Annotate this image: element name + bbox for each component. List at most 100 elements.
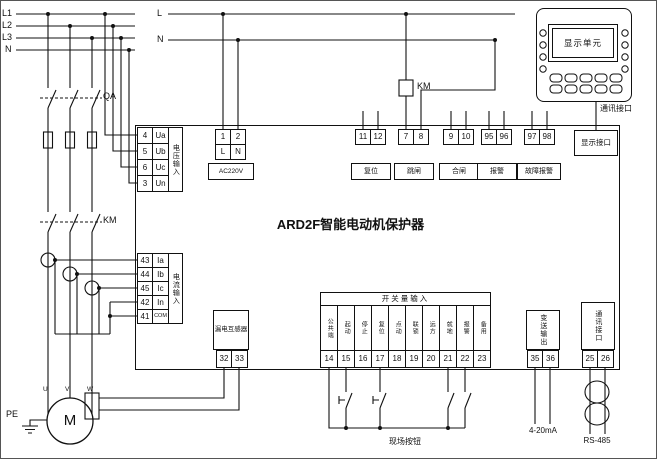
- terminal-u-4: 4: [137, 127, 153, 144]
- analog-output-text: 变送输出: [539, 314, 547, 346]
- terminal-u-ub: Ub: [152, 143, 169, 160]
- terminal-top-9: 9: [443, 129, 459, 145]
- di-col-text: 起动: [343, 321, 350, 335]
- motor-label: M: [63, 411, 77, 429]
- terminal-top-2-sub: N: [230, 144, 246, 160]
- analog-output-label: 变送输出: [526, 310, 560, 350]
- di-col-text: 联锁: [411, 321, 418, 335]
- terminal-top-12: 12: [370, 129, 386, 145]
- terminal-top-95: 95: [481, 129, 497, 145]
- feeder-line-label-l3: L3: [2, 32, 13, 42]
- terminal-33: 33: [231, 350, 248, 368]
- terminal-top-1: 1: [215, 129, 231, 145]
- di-col-text: 报警: [462, 321, 469, 335]
- terminal-top-2: 2: [230, 129, 246, 145]
- di-col-text: 备用: [479, 321, 486, 335]
- breaker-label: QA: [103, 91, 117, 101]
- terminal-i-ib: Ib: [152, 267, 169, 282]
- terminal-25: 25: [582, 350, 598, 368]
- terminal-u-6: 6: [137, 159, 153, 176]
- power-supply-label: AC220V: [208, 163, 254, 180]
- current-input-text: 电流输入: [172, 272, 180, 305]
- di-col-text: 停止: [360, 321, 367, 335]
- display-buttons: [539, 29, 629, 94]
- di-col-label-17: 复位: [371, 305, 389, 351]
- terminal-di-19: 19: [405, 350, 423, 368]
- terminal-i-41: 41: [137, 309, 153, 324]
- analog-range-label: 4-20mA: [528, 426, 557, 435]
- terminal-top-96: 96: [496, 129, 512, 145]
- di-col-text: 复位: [377, 321, 384, 335]
- terminal-top-11: 11: [355, 129, 371, 145]
- feeder-line-label-l2: L2: [2, 20, 13, 30]
- di-block-title: 开关量输入: [320, 292, 491, 306]
- display-comm-label: 通讯接口: [600, 104, 632, 113]
- motor-terminal-w: W: [87, 386, 94, 393]
- di-col-label-23: 备用: [473, 305, 491, 351]
- di-col-label-21: 就地: [439, 305, 457, 351]
- terminal-i-com: COM: [152, 309, 169, 324]
- voltage-input-text: 电压输入: [172, 143, 180, 176]
- device-title: ARD2F智能电动机保护器: [276, 217, 425, 232]
- junction-dots: [46, 12, 497, 430]
- motor-terminal-u: U: [43, 386, 48, 393]
- di-col-label-19: 联锁: [405, 305, 423, 351]
- terminal-35: 35: [527, 350, 543, 368]
- di-col-text: 就地: [445, 321, 452, 335]
- di-col-label-15: 起动: [337, 305, 355, 351]
- fault-alarm-label: 故障报警: [517, 163, 561, 180]
- di-col-text: 远方: [428, 321, 435, 335]
- terminal-di-20: 20: [422, 350, 440, 368]
- terminal-i-ic: Ic: [152, 281, 169, 296]
- terminal-di-14: 14: [320, 350, 338, 368]
- voltage-input-label: 电压输入: [168, 127, 183, 192]
- terminal-u-uc: Uc: [152, 159, 169, 176]
- terminal-di-22: 22: [456, 350, 474, 368]
- terminal-i-45: 45: [137, 281, 153, 296]
- di-col-label-22: 报警: [456, 305, 474, 351]
- terminal-di-17: 17: [371, 350, 389, 368]
- terminal-di-15: 15: [337, 350, 355, 368]
- feeder-line-label-n: N: [5, 44, 12, 54]
- display-screen-text: 显示单元: [552, 28, 614, 58]
- km-coil-label: KM: [417, 81, 431, 91]
- di-col-text: 点动: [394, 321, 401, 335]
- terminal-top-1-sub: L: [215, 144, 231, 160]
- terminal-36: 36: [542, 350, 559, 368]
- terminal-i-42: 42: [137, 295, 153, 310]
- terminal-u-un: Un: [152, 175, 169, 192]
- terminal-i-43: 43: [137, 253, 153, 268]
- terminal-di-21: 21: [439, 350, 457, 368]
- alarm-output-label: 报警: [477, 163, 517, 180]
- di-col-label-14: 公共端: [320, 305, 338, 351]
- comm-port-text: 通讯接口: [594, 310, 602, 342]
- terminal-top-8: 8: [413, 129, 429, 145]
- di-col-text: 公共端: [326, 317, 333, 339]
- di-bottom-label: 现场按钮: [389, 437, 421, 446]
- terminal-top-98: 98: [539, 129, 555, 145]
- terminal-top-10: 10: [458, 129, 474, 145]
- motor-terminal-v: V: [65, 386, 70, 393]
- terminal-u-3: 3: [137, 175, 153, 192]
- terminal-di-23: 23: [473, 350, 491, 368]
- terminal-32: 32: [216, 350, 232, 368]
- terminal-u-5: 5: [137, 143, 153, 160]
- contactor-label: KM: [103, 215, 117, 225]
- terminal-u-ua: Ua: [152, 127, 169, 144]
- terminal-top-7: 7: [398, 129, 414, 145]
- terminal-i-in: In: [152, 295, 169, 310]
- terminal-di-18: 18: [388, 350, 406, 368]
- reset-output-label: 复位: [351, 163, 391, 180]
- terminal-i-44: 44: [137, 267, 153, 282]
- di-col-label-20: 远方: [422, 305, 440, 351]
- control-line-label-l: L: [157, 8, 163, 18]
- feeder-line-label-l1: L1: [2, 8, 13, 18]
- terminal-top-97: 97: [524, 129, 540, 145]
- comm-port-label: 通讯接口: [581, 302, 615, 350]
- control-line-label-n: N: [157, 34, 164, 44]
- close-output-label: 合闸: [439, 163, 479, 180]
- di-col-label-18: 点动: [388, 305, 406, 351]
- trip-output-label: 跳闸: [394, 163, 434, 180]
